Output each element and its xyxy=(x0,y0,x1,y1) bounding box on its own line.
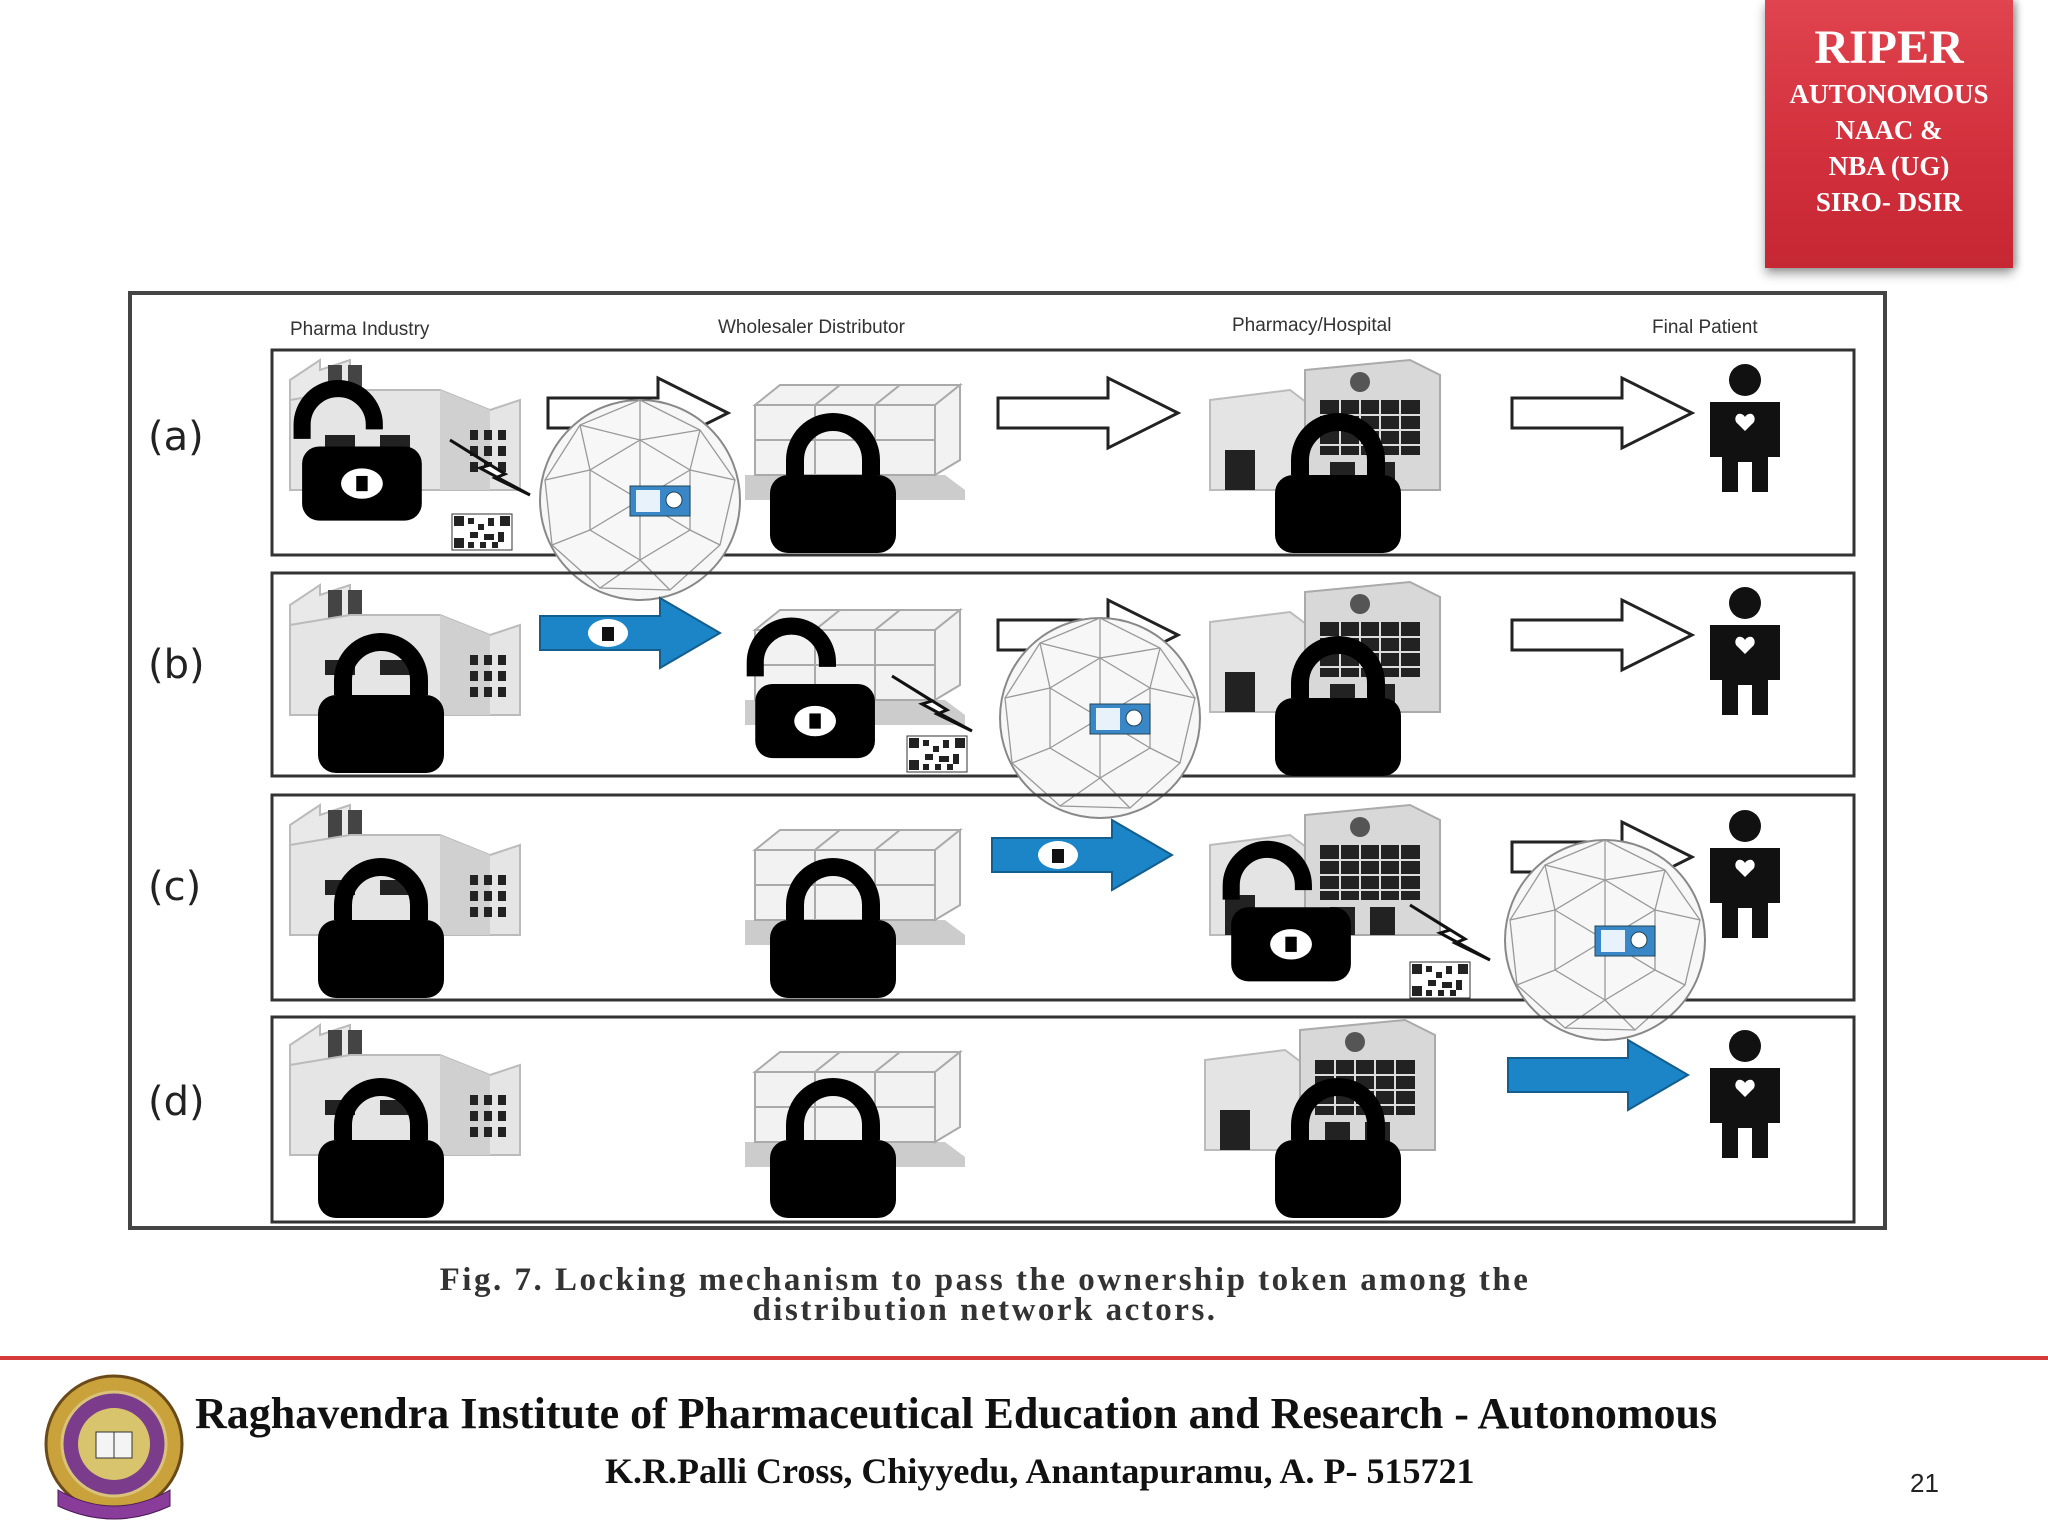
footer-divider xyxy=(0,1356,2048,1360)
header-final-patient: Final Patient xyxy=(1652,317,1758,338)
accreditation-badge: RIPER AUTONOMOUS NAAC & NBA (UG) SIRO- D… xyxy=(1765,0,2013,268)
badge-line-4: SIRO- DSIR xyxy=(1815,187,1963,217)
header-pharma-industry: Pharma Industry xyxy=(290,319,430,340)
header-wholesaler-distributor: Wholesaler Distributor xyxy=(718,317,906,338)
blockchain-network-icon xyxy=(1504,839,1706,1041)
figure-caption-line-1: Fig. 7. Locking mechanism to pass the ow… xyxy=(439,1262,1531,1298)
locking-mechanism-figure: Pharma Industry Wholesaler Distributor P… xyxy=(128,291,1887,1230)
row-label-a: (a) xyxy=(148,414,204,460)
qr-code-icon xyxy=(451,513,513,551)
figure-caption-line-2: distribution network actors. xyxy=(752,1292,1218,1328)
page-number: 21 xyxy=(1910,1468,1939,1498)
row-label-c: (c) xyxy=(148,864,201,910)
row-label-d: (d) xyxy=(148,1079,205,1125)
token-icon xyxy=(1038,841,1078,869)
qr-code-icon xyxy=(1409,961,1471,999)
qr-code-icon xyxy=(906,735,968,773)
institute-name: Raghavendra Institute of Pharmaceutical … xyxy=(195,1389,1718,1438)
badge-line-1: AUTONOMOUS xyxy=(1789,79,1989,109)
institute-logo-icon xyxy=(44,1374,184,1520)
header-pharmacy-hospital: Pharmacy/Hospital xyxy=(1232,315,1391,336)
blockchain-network-icon xyxy=(999,617,1201,819)
row-c: (c) xyxy=(148,793,1856,1041)
institute-address: K.R.Palli Cross, Chiyyedu, Anantapuramu,… xyxy=(605,1451,1475,1491)
badge-line-2: NAAC & xyxy=(1835,115,1943,145)
row-label-b: (b) xyxy=(148,642,205,688)
row-a: (a) xyxy=(148,348,1856,601)
row-d: (d) xyxy=(148,1015,1856,1222)
badge-title: RIPER xyxy=(1814,21,1964,74)
blockchain-network-icon xyxy=(539,399,741,601)
badge-line-3: NBA (UG) xyxy=(1828,151,1950,181)
row-b: (b) xyxy=(148,571,1856,819)
token-icon xyxy=(588,619,628,647)
